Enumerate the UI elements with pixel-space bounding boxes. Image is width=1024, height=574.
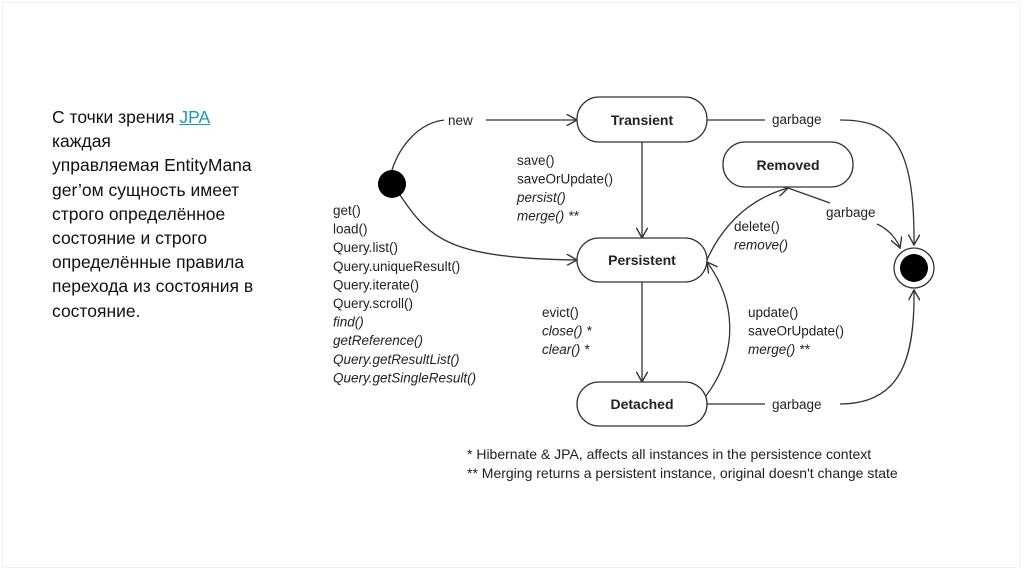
method-label: saveOrUpdate() <box>748 324 844 339</box>
method-label: close() * <box>542 324 592 339</box>
method-label: Query.list() <box>333 240 398 255</box>
state-label: Transient <box>611 112 674 128</box>
paragraph-line: состояние. <box>52 300 141 321</box>
paragraph-line: определённые правила <box>52 252 245 273</box>
label-garbage-detached: garbage <box>772 397 822 412</box>
state-persistent: Persistent <box>576 237 708 283</box>
method-label: saveOrUpdate() <box>517 172 613 187</box>
paragraph-line: перехода из состояния в <box>52 276 254 297</box>
label-garbage-transient: garbage <box>772 112 822 127</box>
edge-removed-garbage-b <box>876 223 900 248</box>
method-label: Query.getSingleResult() <box>333 370 476 385</box>
method-label: find() <box>333 315 364 330</box>
method-label: save() <box>517 153 555 168</box>
method-label: Query.iterate() <box>333 277 419 292</box>
method-label: delete() <box>734 219 780 234</box>
state-label: Removed <box>756 157 819 173</box>
state-label: Detached <box>610 396 673 412</box>
method-label: evict() <box>542 305 579 320</box>
jpa-link[interactable]: JPA <box>179 107 211 127</box>
edge-transient-garbage-b <box>839 119 914 245</box>
method-label: merge() ** <box>517 209 579 224</box>
label-persistent-to-detached: evict() close() * clear() * <box>542 305 592 357</box>
method-label: load() <box>333 222 368 237</box>
edge-initial-new <box>391 119 446 171</box>
label-initial-to-persistent: get() load() Query.list() Query.uniqueResul… <box>333 203 476 385</box>
label-detached-to-persistent: update() saveOrUpdate() merge() ** <box>748 305 844 357</box>
label-persistent-to-removed: delete() remove() <box>734 219 788 253</box>
method-label: persist() <box>516 190 566 205</box>
slide-paragraph: С точки зрения JPA каждая управляемая En… <box>52 105 292 323</box>
paragraph-line: управляемая EntityMana <box>52 155 252 176</box>
final-state-node-core <box>900 254 928 282</box>
initial-state-node <box>378 170 406 198</box>
edge-removed-garbage-a <box>787 187 831 204</box>
edge-detached-persistent <box>705 262 731 397</box>
method-label: get() <box>333 203 361 218</box>
method-label: remove() <box>734 238 788 253</box>
footnote-2: ** Merging returns a persistent instance… <box>467 465 898 481</box>
method-label: merge() ** <box>748 342 810 357</box>
label-transient-to-persistent: save() saveOrUpdate() persist() merge() ** <box>516 153 613 224</box>
label-new: new <box>448 113 473 128</box>
edge-detached-garbage-b <box>839 290 914 405</box>
paragraph-line: ger’ом сущность имеет <box>52 179 240 200</box>
method-label: Query.scroll() <box>333 296 413 311</box>
method-label: clear() * <box>542 342 590 357</box>
state-removed: Removed <box>722 141 854 188</box>
state-detached: Detached <box>576 381 708 427</box>
state-label: Persistent <box>608 252 676 268</box>
paragraph-line: строго определённое <box>52 203 226 224</box>
method-label: Query.getResultList() <box>333 352 460 367</box>
paragraph-line: каждая <box>52 131 111 152</box>
state-transient: Transient <box>576 96 708 143</box>
paragraph-line: состояние и строго <box>52 228 208 249</box>
edge-initial-persistent <box>399 194 577 260</box>
method-label: Query.uniqueResult() <box>333 259 460 274</box>
edge-persistent-removed <box>705 188 788 263</box>
method-label: getReference() <box>333 333 423 348</box>
method-label: update() <box>748 305 798 320</box>
label-garbage-removed: garbage <box>826 205 876 220</box>
footnote-1: * Hibernate & JPA, affects all instances… <box>467 446 871 462</box>
paragraph-prefix: С точки зрения <box>52 107 180 127</box>
